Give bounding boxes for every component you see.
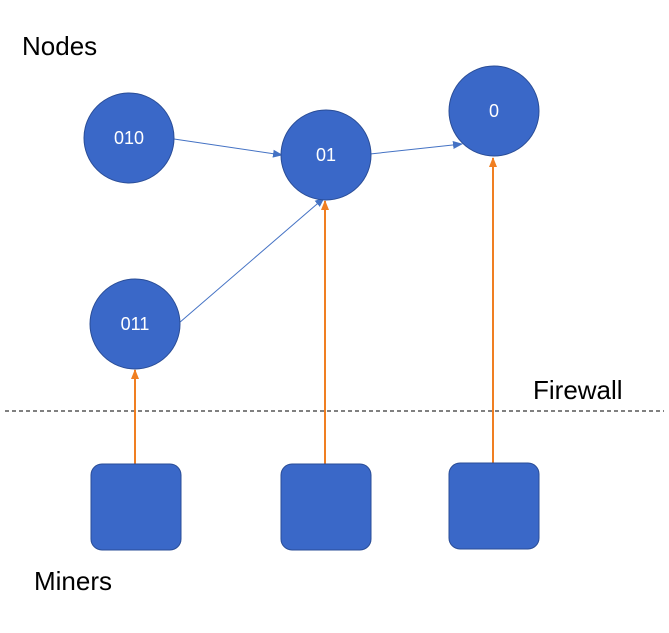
miner-1-box[interactable] (90, 463, 182, 551)
link-01-to-0 (369, 140, 463, 155)
link-011-to-01 (178, 197, 325, 324)
node-010[interactable]: 010 (83, 92, 175, 184)
miner-3-box[interactable] (448, 462, 540, 550)
node-0[interactable]: 0 (448, 65, 540, 157)
node-010-label: 010 (114, 128, 144, 148)
node-0-label: 0 (489, 101, 499, 121)
node-011[interactable]: 011 (89, 278, 181, 370)
miners-label: Miners (34, 566, 112, 596)
link-010-to-01 (173, 138, 283, 158)
node-01-label: 01 (316, 145, 336, 165)
nodes-label: Nodes (22, 31, 97, 61)
miner-2-box[interactable] (280, 463, 372, 551)
firewall-label: Firewall (533, 375, 623, 405)
node-011-label: 011 (121, 314, 150, 334)
node-01[interactable]: 01 (280, 109, 372, 201)
